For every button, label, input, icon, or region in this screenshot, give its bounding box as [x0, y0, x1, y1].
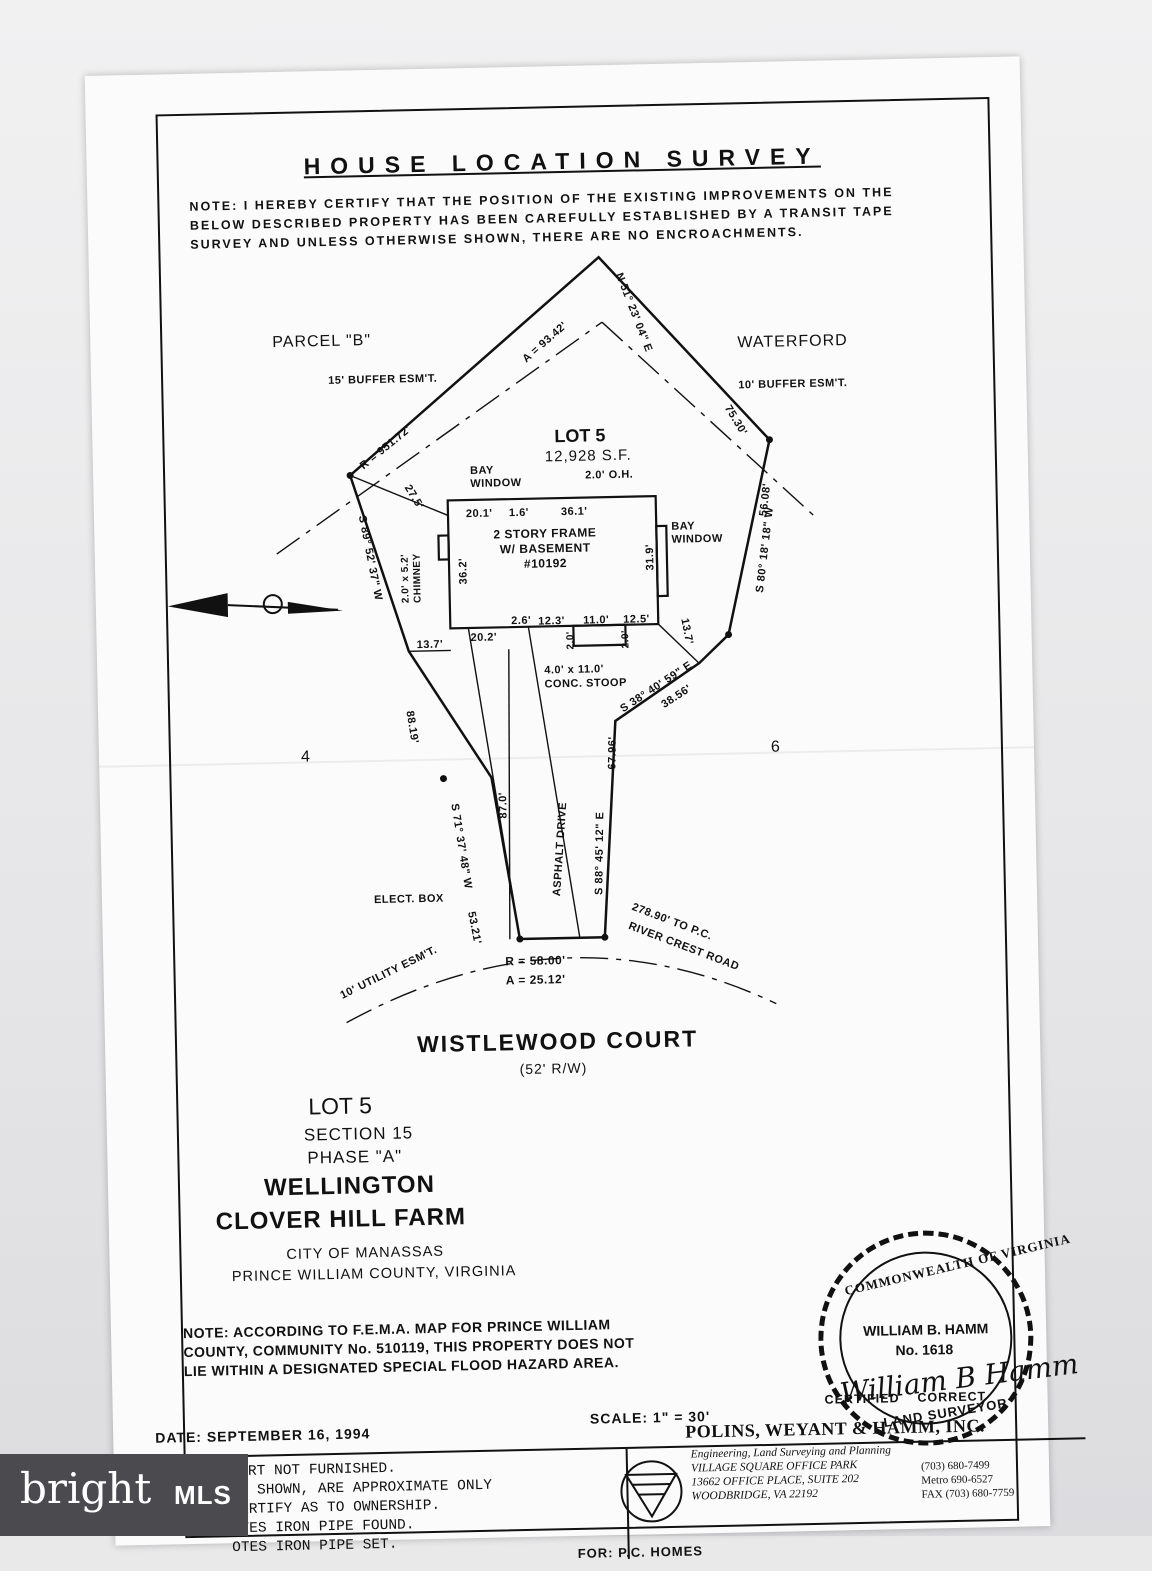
firm-logo	[620, 1460, 683, 1523]
driveway-edge-right	[527, 626, 581, 938]
firm-phones: (703) 680-7499 Metro 690-6527 FAX (703) …	[920, 1459, 1015, 1501]
utility-easement-line	[346, 957, 777, 1024]
watermark-brand-text: bright	[20, 1464, 152, 1513]
conc-stoop	[572, 623, 627, 647]
north-arrow	[167, 593, 343, 618]
survey-document: HOUSE LOCATION SURVEY NOTE: I HEREBY CER…	[84, 56, 1088, 1569]
survey-frame: HOUSE LOCATION SURVEY NOTE: I HEREBY CER…	[155, 97, 1088, 1569]
chimney-box	[437, 534, 451, 561]
prepared-for: FOR: P.C. HOMES	[577, 1543, 704, 1561]
lot-boundary	[348, 255, 771, 941]
buffer-line-left	[276, 321, 603, 555]
dim-line-87	[508, 649, 511, 940]
setback-line-275	[349, 474, 449, 517]
north-arrow-head	[167, 593, 229, 618]
firm-address: Engineering, Land Surveying and Planning…	[690, 1444, 892, 1503]
plat-drawing	[167, 255, 817, 1024]
setback-line-137b	[657, 623, 700, 664]
bay-window-right-box	[655, 524, 669, 598]
driveway-edge-left	[467, 627, 521, 940]
iron-pipe-markers	[346, 436, 773, 943]
watermark-logo: bright MLS	[0, 1454, 248, 1536]
setback-line-137a	[408, 649, 451, 652]
watermark-mls-text: MLS	[174, 1480, 232, 1510]
